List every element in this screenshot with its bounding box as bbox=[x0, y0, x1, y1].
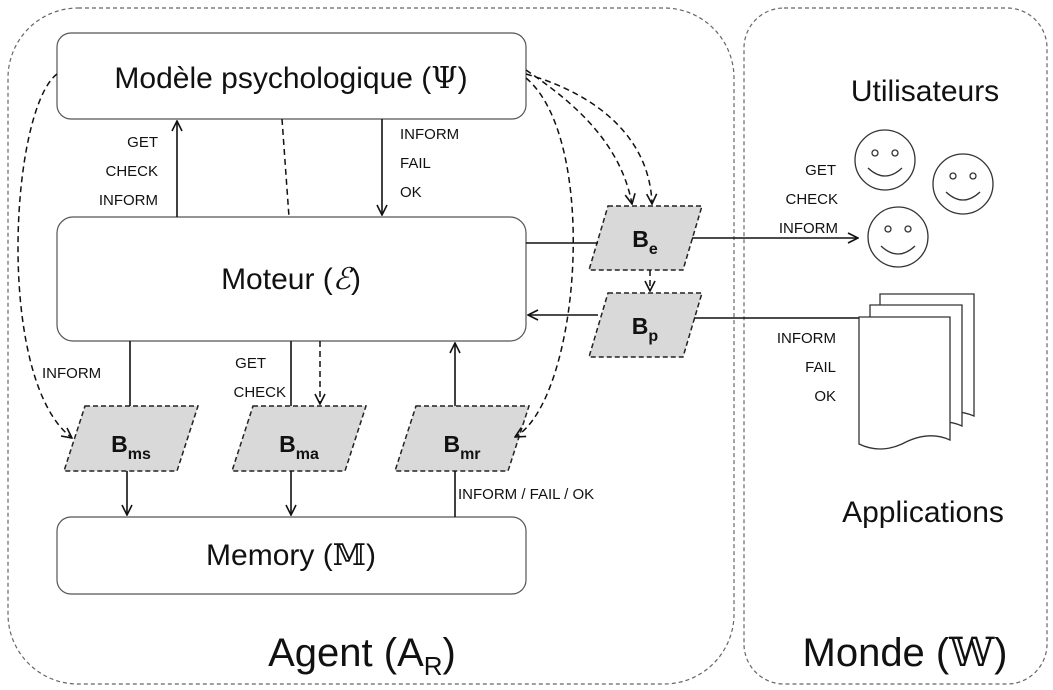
svg-text:CHECK: CHECK bbox=[785, 191, 838, 208]
world-container bbox=[743, 7, 1048, 685]
memory-box bbox=[56, 516, 527, 595]
buffer-mr: Bmr bbox=[393, 405, 531, 472]
svg-text:Bmr: Bmr bbox=[443, 431, 480, 463]
svg-text:GET: GET bbox=[805, 162, 836, 179]
svg-text:INFORM / FAIL / OK: INFORM / FAIL / OK bbox=[458, 486, 594, 503]
smiley-icon bbox=[854, 129, 916, 191]
label-apps-bp: INFORM FAIL OK bbox=[777, 330, 836, 405]
applications-label: Applications bbox=[842, 496, 1004, 529]
buffer-p: Bp bbox=[587, 292, 704, 358]
label-engine-bms: INFORM bbox=[42, 365, 101, 382]
svg-text:Bms: Bms bbox=[111, 431, 151, 463]
documents-icon bbox=[858, 293, 975, 450]
psychological-model-box bbox=[56, 32, 527, 120]
dashed-psych-to-be-1 bbox=[525, 69, 632, 204]
svg-text:FAIL: FAIL bbox=[400, 155, 431, 172]
dashed-psych-to-be-2 bbox=[525, 73, 652, 204]
label-psych-up: GET CHECK INFORM bbox=[99, 134, 158, 209]
svg-text:Bma: Bma bbox=[279, 431, 319, 463]
psychological-model-label: Modèle psychologique (Ψ) bbox=[114, 61, 467, 96]
label-engine-bma: GET CHECK bbox=[233, 355, 286, 401]
svg-text:GET: GET bbox=[235, 355, 266, 372]
smiley-icon bbox=[867, 206, 929, 268]
memory-label: Memory (𝕄) bbox=[206, 538, 376, 573]
svg-text:GET: GET bbox=[127, 134, 158, 151]
dashed-psych-engine-link bbox=[281, 118, 290, 218]
svg-text:INFORM: INFORM bbox=[99, 192, 158, 209]
solid-arrows bbox=[127, 119, 860, 517]
svg-text:INFORM: INFORM bbox=[777, 330, 836, 347]
dashed-arrows bbox=[17, 69, 652, 438]
dashed-psych-to-bmr bbox=[515, 77, 574, 437]
svg-text:Bp: Bp bbox=[632, 313, 659, 345]
world-title: Monde (𝕎) bbox=[803, 630, 1008, 676]
agent-container bbox=[7, 7, 735, 685]
label-psych-down: INFORM FAIL OK bbox=[400, 126, 459, 201]
svg-text:CHECK: CHECK bbox=[233, 384, 286, 401]
smiley-icon bbox=[932, 153, 994, 215]
svg-text:INFORM: INFORM bbox=[400, 126, 459, 143]
svg-text:Be: Be bbox=[632, 226, 658, 258]
svg-text:OK: OK bbox=[814, 388, 836, 405]
buffer-e: Be bbox=[587, 205, 704, 271]
label-memory-bmr: INFORM / FAIL / OK bbox=[458, 486, 594, 503]
buffer-ms: Bms bbox=[62, 405, 200, 472]
engine-label: Moteur (ℰ) bbox=[221, 262, 361, 297]
svg-text:FAIL: FAIL bbox=[805, 359, 836, 376]
svg-text:OK: OK bbox=[400, 184, 422, 201]
svg-text:INFORM: INFORM bbox=[779, 220, 838, 237]
label-be-users: GET CHECK INFORM bbox=[779, 162, 838, 237]
agent-title: Agent (AR) bbox=[268, 631, 456, 681]
svg-text:INFORM: INFORM bbox=[42, 365, 101, 382]
buffer-ma: Bma bbox=[230, 405, 368, 472]
dashed-psych-to-bms bbox=[17, 73, 72, 438]
svg-text:CHECK: CHECK bbox=[105, 163, 158, 180]
users-label: Utilisateurs bbox=[851, 75, 999, 108]
